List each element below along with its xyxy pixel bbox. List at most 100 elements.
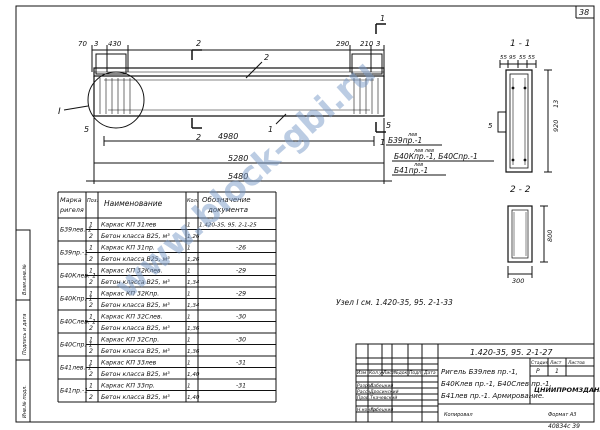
dim-3-right: 3	[376, 40, 380, 48]
section-1-1-title: 1 - 1	[510, 39, 530, 49]
spec-cell-doc: -31	[236, 360, 246, 367]
tb-title-line-1: Б40Клев пр.-1, Б40Слев пр.-1,	[441, 380, 552, 388]
node-reference-note: Узел I см. 1.420-35, 95. 2-1-33	[336, 298, 453, 307]
sheet-number: 38	[579, 8, 589, 17]
left-margin-stamp: Инв.№ подл. Подпись и дата Взам.инв.№	[15, 229, 31, 423]
spec-cell-pos: 1	[89, 314, 93, 321]
spec-cell-qty: 1	[187, 315, 191, 321]
tb-rev-h-2: Лист	[382, 370, 395, 376]
tb-title-line-2: Б41лев пр.-1. Армирование.	[441, 392, 544, 400]
tb-rev-h-4: Подп.	[409, 370, 423, 376]
spec-header-doc-2: документа	[207, 206, 248, 214]
spec-header-mark-2: ригеля	[59, 206, 84, 214]
side-label-inv: Инв.№ подл.	[22, 385, 28, 418]
pos-5-right: 5	[386, 121, 391, 130]
spec-cell-doc: -31	[236, 383, 246, 390]
spec-header-mark: Марка	[60, 196, 82, 204]
beam-mark-3: Б41пр.-1	[394, 166, 428, 175]
spec-cell-qty: 1,40	[187, 395, 200, 401]
spec-cell-qty: 1	[187, 384, 191, 390]
tb-org: ЦНИИПРОМЗДАНИЙ	[534, 385, 600, 394]
spec-cell-qty: 1	[187, 246, 191, 252]
tb-rev-h-5: Дата	[423, 370, 436, 376]
beam-mark-2: Б40Кпр.-1, Б40Спр.-1	[394, 152, 478, 161]
spec-cell-pos: 2	[89, 371, 93, 378]
spec-cell-pos: 2	[89, 325, 93, 332]
spec-cell-name: Каркас КП 33лев	[101, 360, 157, 367]
spec-cell-name: Бетон класса В25, м³	[101, 325, 170, 332]
spec-cell-pos: 2	[89, 394, 93, 401]
tb-name-0: Лабецкий	[369, 383, 393, 389]
tb-rev-h-0: Изм	[357, 370, 367, 376]
node-I-label: I	[58, 107, 61, 117]
beam-mark-1: Б39пр.-1	[388, 136, 422, 145]
spec-cell-name: Каркас КП 32Слев.	[101, 314, 163, 321]
spec-cell-doc: -29	[236, 291, 246, 298]
spec-cell-name: Каркас КП 32Клев.	[101, 268, 163, 275]
tb-stage-v-0: Р	[536, 368, 540, 375]
spec-cell-mark: Б40Клев.-1	[60, 273, 96, 280]
pos-5-left: 5	[84, 125, 89, 134]
spec-cell-name: Бетон класса В25, м³	[101, 371, 170, 378]
dim-290: 290	[336, 40, 350, 48]
spec-cell-mark: Б41пр.-1	[60, 388, 88, 395]
section-2-marker-top: 2	[196, 39, 201, 48]
tb-copied: Копировал	[444, 412, 473, 418]
pos-2-leader: 2	[264, 53, 269, 62]
spec-cell-qty: 1	[187, 361, 191, 367]
tb-stage-h-1: Лист	[549, 360, 562, 366]
spec-cell-mark: Б39лев.-1	[60, 227, 92, 234]
section-2-2-title: 2 - 2	[510, 185, 531, 195]
spec-cell-pos: 1	[89, 360, 93, 367]
dim-3-left: 3	[94, 40, 98, 48]
beam-elevation: 70 3 430 290 210 3 2 2 1 1	[58, 14, 494, 184]
spec-cell-pos: 2	[89, 256, 93, 263]
s11-pos-5: 5	[488, 122, 493, 130]
s11-height-13: 13	[552, 100, 560, 108]
tb-title-line-0: Ригель Б39лев пр.-1,	[441, 368, 518, 376]
spec-cell-name: Бетон класса В25, м³	[101, 348, 170, 355]
s11-dim-1: 55	[500, 55, 507, 61]
spec-cell-qty: 1,34	[187, 280, 200, 286]
beam-mark-2-sup: лев лев	[413, 148, 434, 154]
s11-dim-4: 55	[528, 55, 535, 61]
tb-doc-code: 1.420-35, 95. 2-1-27	[470, 348, 553, 357]
spec-cell-pos: 2	[89, 348, 93, 355]
dim-430: 430	[108, 40, 122, 48]
spec-cell-pos: 1	[89, 383, 93, 390]
tb-role-2: Пров.	[357, 395, 370, 401]
dim-70: 70	[78, 40, 87, 48]
dim-5280: 5280	[228, 154, 248, 163]
spec-header-qty: Кол.	[187, 198, 198, 204]
tb-role-1: Рассч.	[357, 389, 372, 395]
tb-name-2: Ткачевский	[370, 395, 397, 401]
spec-cell-qty: 1	[187, 223, 191, 229]
spec-cell-mark: Б39пр.-1	[60, 250, 88, 257]
tb-stage-h-0: Стадия	[531, 360, 549, 366]
spec-cell-doc: 1.420-35, 95. 2-1-25	[199, 223, 257, 229]
spec-cell-pos: 1	[89, 245, 93, 252]
tb-stage-v-1: 1	[555, 368, 559, 375]
spec-cell-qty: 1,40	[187, 372, 200, 378]
s11-dim-3: 55	[519, 55, 526, 61]
tb-role-4: Н.контр.	[357, 407, 377, 413]
dim-4980: 4980	[218, 132, 238, 141]
spec-cell-name: Каркас КП 31пр.	[101, 245, 155, 252]
s22-height-800: 800	[546, 230, 554, 242]
spec-cell-qty: 1,26	[187, 257, 200, 263]
spec-cell-name: Бетон класса В25, м³	[101, 233, 170, 240]
spec-cell-doc: -29	[236, 268, 246, 275]
spec-cell-mark: Б41лев.-1	[60, 365, 92, 372]
tb-rev-h-1: Кол.уч	[369, 370, 385, 376]
spec-cell-name: Бетон класса В25, м³	[101, 302, 170, 309]
beam-mark-1-sup: лев	[407, 132, 417, 138]
spec-header-name: Наименование	[104, 199, 163, 208]
spec-header-pos: Поз.	[87, 198, 98, 204]
tb-format: Формат А3	[548, 412, 576, 418]
sheet-frame	[15, 5, 595, 423]
spec-cell-qty: 1,36	[187, 349, 200, 355]
spec-cell-qty: 1,26	[187, 234, 200, 240]
spec-cell-doc: -30	[236, 337, 246, 344]
tb-name-1: Дросинский	[369, 389, 399, 395]
